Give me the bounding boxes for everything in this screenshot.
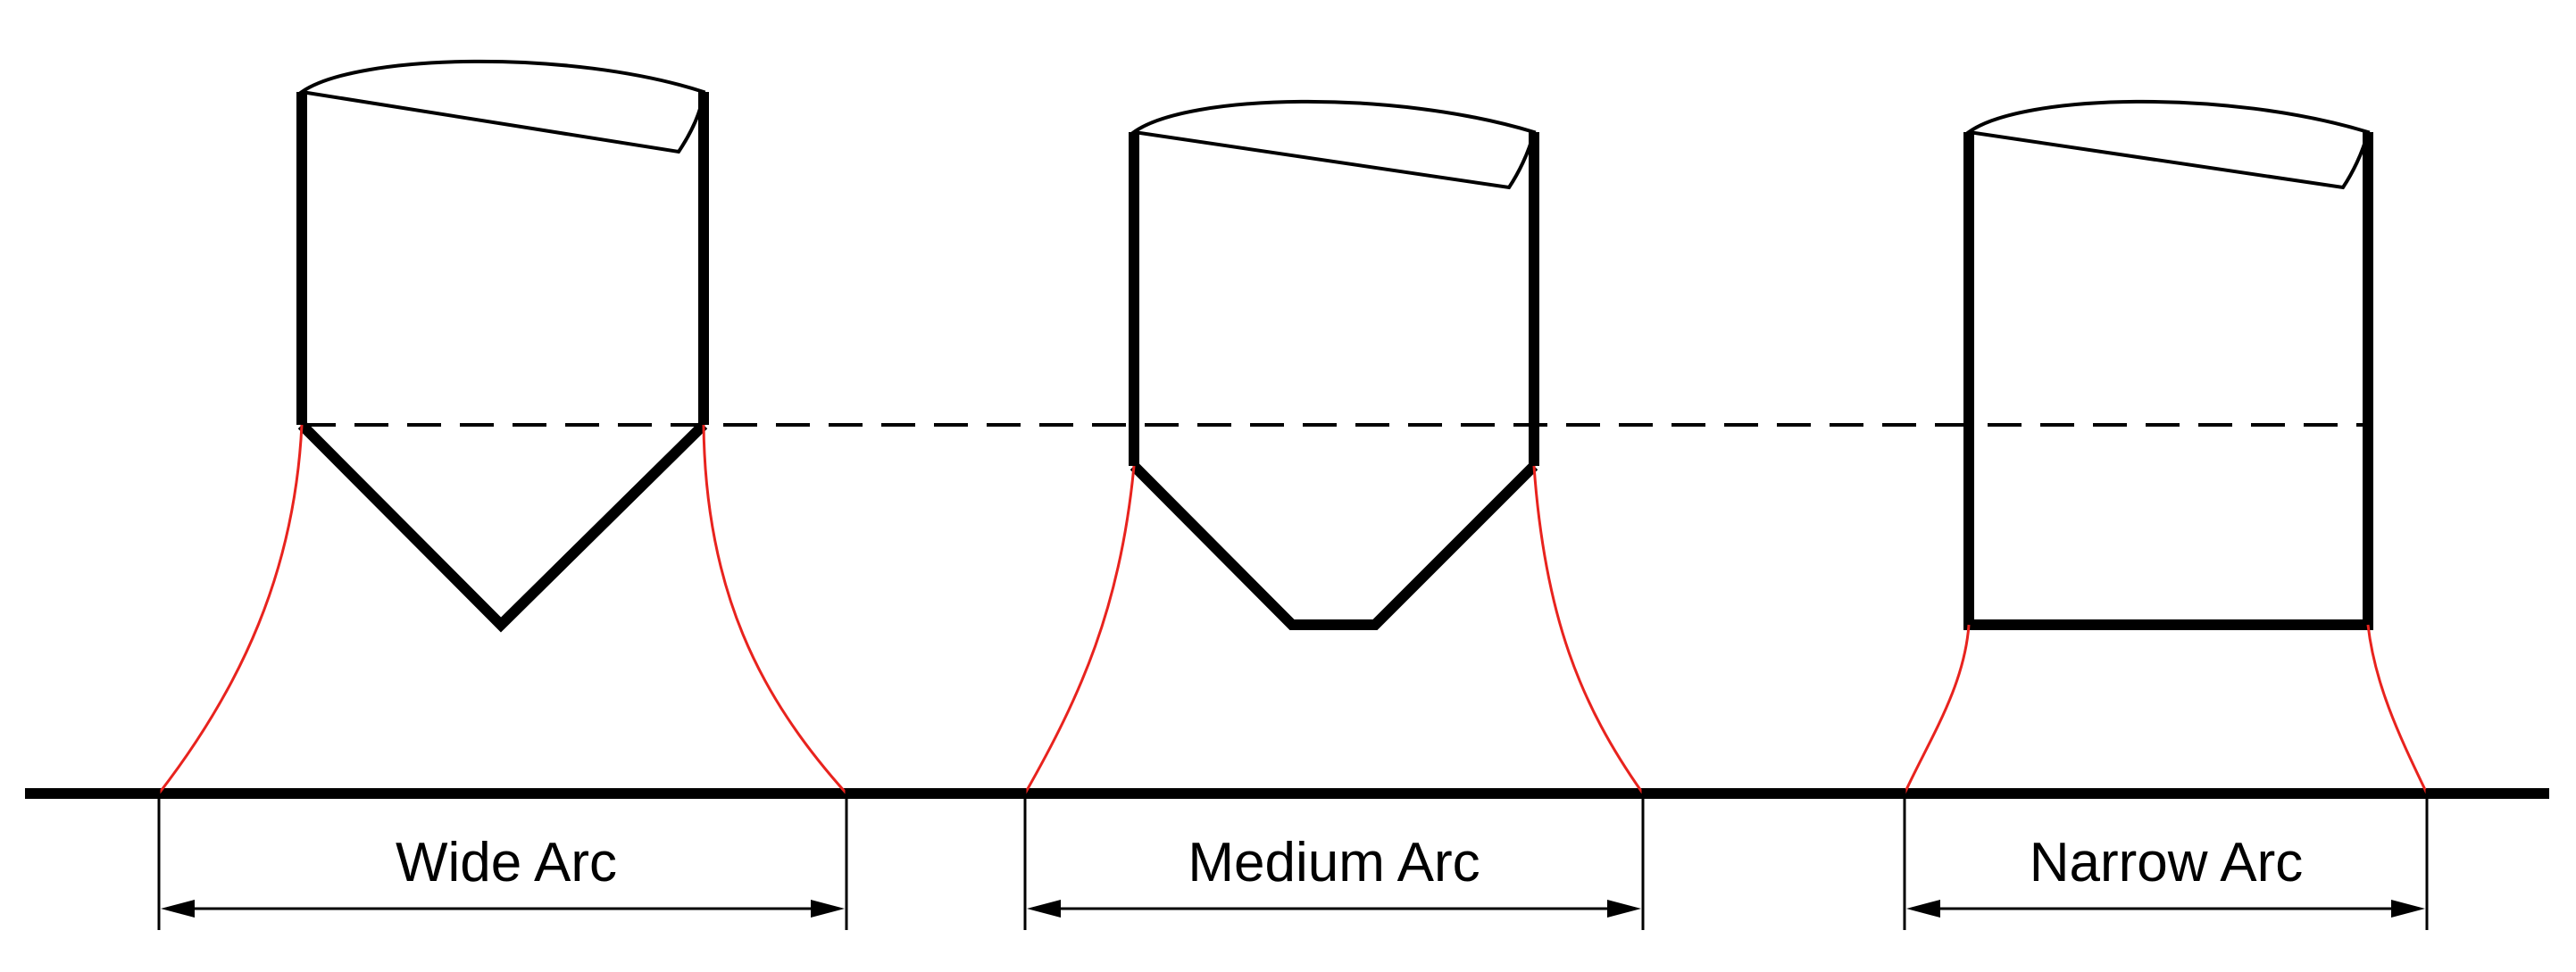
medium-arc-label: Medium Arc xyxy=(1188,832,1480,893)
arrowhead-left xyxy=(1027,900,1061,918)
arrowhead-right xyxy=(811,900,845,918)
arrowhead-left xyxy=(161,900,195,918)
arrowhead-left xyxy=(1906,900,1940,918)
arc-left-boundary xyxy=(1023,465,1136,794)
pointed-electrode xyxy=(296,59,709,633)
wide-arc-group: Wide Arc xyxy=(157,59,848,930)
electrode-top-cap xyxy=(296,59,706,154)
arrowhead-right xyxy=(1607,900,1641,918)
arc-right-boundary xyxy=(2366,624,2429,794)
electrode-truncated-tip xyxy=(1130,461,1538,630)
medium-arc-group: Medium Arc xyxy=(1023,99,1645,930)
arc-right-boundary xyxy=(1532,465,1645,794)
arc-left-boundary xyxy=(157,424,304,794)
wide-arc-dimension xyxy=(157,789,848,930)
narrow-arc-group: Narrow Arc xyxy=(1903,99,2429,930)
narrow-arc-dimension xyxy=(1903,789,2429,930)
wide-arc-label: Wide Arc xyxy=(396,832,617,893)
narrow-arc-label: Narrow Arc xyxy=(2030,832,2304,893)
flat-electrode xyxy=(1963,99,2373,630)
arc-left-boundary xyxy=(1903,624,1971,794)
electrode-top-cap xyxy=(1129,99,1537,190)
medium-arc-dimension xyxy=(1023,789,1645,930)
electrode-top-cap xyxy=(1963,99,2371,190)
arrowhead-right xyxy=(2391,900,2425,918)
electrode-pointed-tip xyxy=(297,420,708,633)
truncated-electrode xyxy=(1129,99,1539,630)
arc-right-boundary xyxy=(702,424,848,795)
